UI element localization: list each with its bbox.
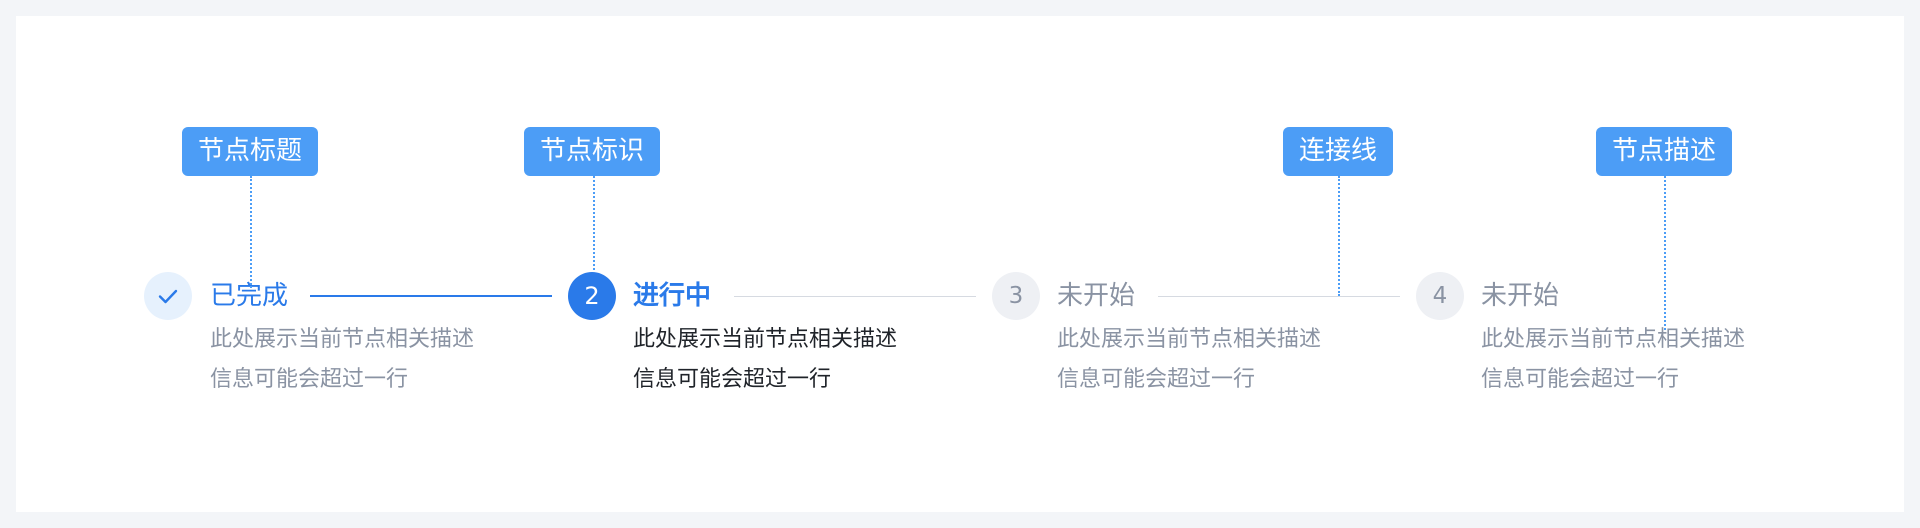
step-1-description-line-1: 此处展示当前节点相关描述 — [210, 327, 475, 352]
annotation-tag-node-title: 节点标题 — [182, 127, 318, 176]
step-connector-1-2 — [310, 295, 552, 297]
step-2-title[interactable]: 进行中 — [633, 281, 712, 311]
check-icon — [158, 289, 178, 304]
step-connector-2-3 — [734, 296, 976, 297]
step-3-status-icon[interactable]: 3 — [992, 272, 1040, 320]
step-1-status-icon[interactable] — [144, 272, 192, 320]
annotation-pointer-node-marker — [593, 176, 595, 270]
step-1-title[interactable]: 已完成 — [210, 281, 289, 311]
step-2-status-icon[interactable]: 2 — [568, 272, 616, 320]
step-3-description-line-1: 此处展示当前节点相关描述 — [1057, 327, 1322, 352]
step-2-description-line-2: 信息可能会超过一行 — [633, 367, 832, 392]
step-4-title[interactable]: 未开始 — [1481, 281, 1560, 311]
steps-panel — [16, 16, 1904, 512]
step-4-status-icon[interactable]: 4 — [1416, 272, 1464, 320]
step-1-description-line-2: 信息可能会超过一行 — [210, 367, 409, 392]
step-4-description-line-2: 信息可能会超过一行 — [1481, 367, 1680, 392]
annotation-tag-connector: 连接线 — [1283, 127, 1393, 176]
step-connector-3-4 — [1158, 296, 1400, 297]
annotation-pointer-node-title — [250, 176, 252, 288]
step-3-description-line-2: 信息可能会超过一行 — [1057, 367, 1256, 392]
annotation-pointer-node-description — [1664, 176, 1666, 330]
step-3-title[interactable]: 未开始 — [1057, 281, 1136, 311]
annotation-tag-node-description: 节点描述 — [1596, 127, 1732, 176]
annotation-pointer-connector — [1338, 176, 1340, 296]
step-4-description-line-1: 此处展示当前节点相关描述 — [1481, 327, 1746, 352]
annotation-tag-node-marker: 节点标识 — [524, 127, 660, 176]
step-2-description-line-1: 此处展示当前节点相关描述 — [633, 327, 898, 352]
